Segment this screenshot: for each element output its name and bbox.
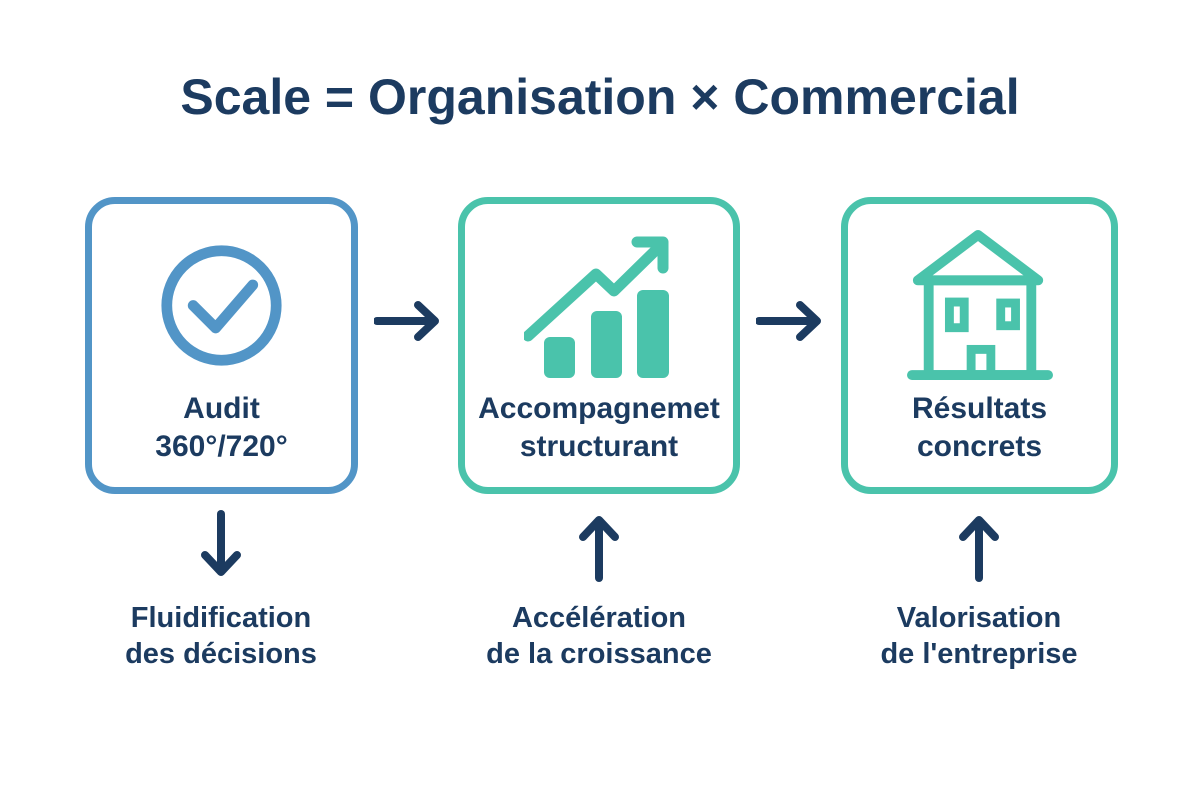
page-title: Scale = Organisation × Commercial <box>180 69 1020 125</box>
step-box-resultats: Résultats concrets <box>841 197 1118 494</box>
step-label-resultats: Résultats concrets <box>912 390 1047 465</box>
outcome-label-valorisation: Valorisation de l'entreprise <box>819 601 1139 673</box>
up-arrow-icon <box>579 516 619 582</box>
outcome-line2: de la croissance <box>486 637 712 670</box>
outcome-label-acceleration: Accélération de la croissance <box>439 601 759 673</box>
step-label-line1: Accompagnemet <box>478 392 720 425</box>
right-arrow-icon <box>374 301 439 341</box>
step-label-line2: concrets <box>916 429 1043 463</box>
step-label-audit: Audit 360°/720° <box>155 390 287 465</box>
step-label-accompagnement: Accompagnemet structurant <box>478 390 720 465</box>
step-label-line2: structurant <box>519 429 679 463</box>
step-label-line1: Résultats <box>911 392 1048 425</box>
house-icon <box>856 220 1103 390</box>
step-box-audit: Audit 360°/720° <box>85 197 358 494</box>
down-arrow-icon <box>201 510 241 576</box>
step-label-line2: 360°/720° <box>155 429 288 463</box>
outcome-line1: Accélération <box>511 602 687 634</box>
checkmark-circle-icon <box>100 220 343 390</box>
up-arrow-icon <box>959 516 999 582</box>
outcome-line1: Fluidification <box>130 602 312 634</box>
step-label-line1: Audit <box>183 392 260 425</box>
step-box-accompagnement: Accompagnemet structurant <box>458 197 740 494</box>
outcome-label-fluidification: Fluidification des décisions <box>61 601 381 673</box>
right-arrow-icon <box>756 301 821 341</box>
outcome-line2: de l'entreprise <box>880 637 1078 670</box>
growth-chart-icon <box>473 220 725 390</box>
outcome-line1: Valorisation <box>896 602 1062 634</box>
outcome-line2: des décisions <box>125 637 317 670</box>
